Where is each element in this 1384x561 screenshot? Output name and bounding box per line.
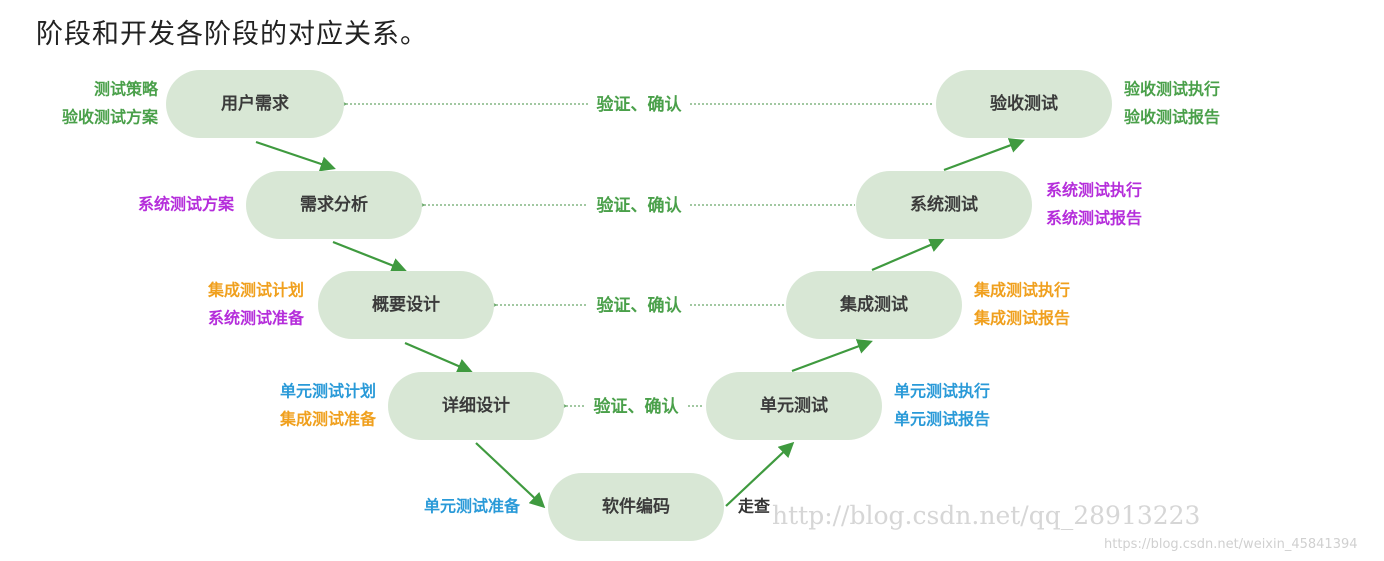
verify-label: 验证、确认 [594, 396, 680, 417]
label-acceptance-exec: 验收测试执行 [1124, 80, 1220, 99]
label-acceptance-plan: 验收测试方案 [62, 108, 159, 127]
svg-text:系统测试: 系统测试 [910, 194, 978, 215]
label-system-test-plan: 系统测试方案 [138, 195, 235, 214]
label-system-test-prep: 系统测试准备 [208, 309, 305, 328]
svg-text:单元测试: 单元测试 [760, 395, 828, 416]
node-user-requirement: 用户需求 [166, 70, 344, 138]
svg-text:集成测试: 集成测试 [839, 294, 908, 315]
watermark-text: http://blog.csdn.net/qq_28913223 [772, 501, 1200, 530]
label-integration-test-exec: 集成测试执行 [973, 281, 1070, 300]
label-unit-test-prep: 单元测试准备 [424, 497, 521, 516]
label-integration-test-prep: 集成测试准备 [279, 410, 377, 429]
page-title: 阶段和开发各阶段的对应关系。 [36, 19, 428, 50]
node-detail-design: 详细设计 [388, 372, 564, 440]
svg-text:软件编码: 软件编码 [602, 496, 670, 517]
verify-label: 验证、确认 [597, 94, 683, 115]
watermark-small-text: https://blog.csdn.net/weixin_45841394 [1104, 537, 1358, 552]
node-coding: 软件编码 [548, 473, 724, 541]
node-acceptance-test: 验收测试 [936, 70, 1112, 138]
flow-arrow [255, 140, 336, 172]
flow-arrow [871, 237, 945, 272]
label-unit-test-plan: 单元测试计划 [280, 382, 376, 401]
svg-text:概要设计: 概要设计 [372, 294, 440, 315]
svg-text:需求分析: 需求分析 [300, 194, 368, 215]
verify-label: 验证、确认 [597, 195, 683, 216]
flow-arrow [725, 441, 795, 507]
svg-text:验收测试: 验收测试 [990, 93, 1058, 114]
node-integration-test: 集成测试 [786, 271, 962, 339]
flow-arrow [332, 240, 407, 273]
flow-arrow [475, 442, 546, 509]
flow-arrow [791, 339, 873, 373]
node-requirement-analysis: 需求分析 [246, 171, 422, 239]
verify-label: 验证、确认 [597, 295, 683, 316]
label-integration-test-report: 集成测试报告 [973, 309, 1070, 328]
label-system-test-exec: 系统测试执行 [1046, 181, 1142, 200]
label-walkthrough: 走查 [737, 497, 770, 516]
node-outline-design: 概要设计 [318, 271, 494, 339]
flow-arrow [943, 138, 1025, 172]
label-test-strategy: 测试策略 [94, 80, 159, 99]
label-acceptance-report: 验收测试报告 [1124, 108, 1220, 127]
svg-text:用户需求: 用户需求 [221, 93, 289, 114]
label-system-test-report: 系统测试报告 [1046, 209, 1142, 228]
svg-text:详细设计: 详细设计 [442, 395, 510, 416]
label-unit-test-exec: 单元测试执行 [894, 382, 990, 401]
label-integration-test-plan: 集成测试计划 [207, 281, 304, 300]
node-system-test: 系统测试 [856, 171, 1032, 239]
label-unit-test-report: 单元测试报告 [894, 410, 990, 429]
node-unit-test: 单元测试 [706, 372, 882, 440]
flow-arrow [404, 341, 473, 374]
